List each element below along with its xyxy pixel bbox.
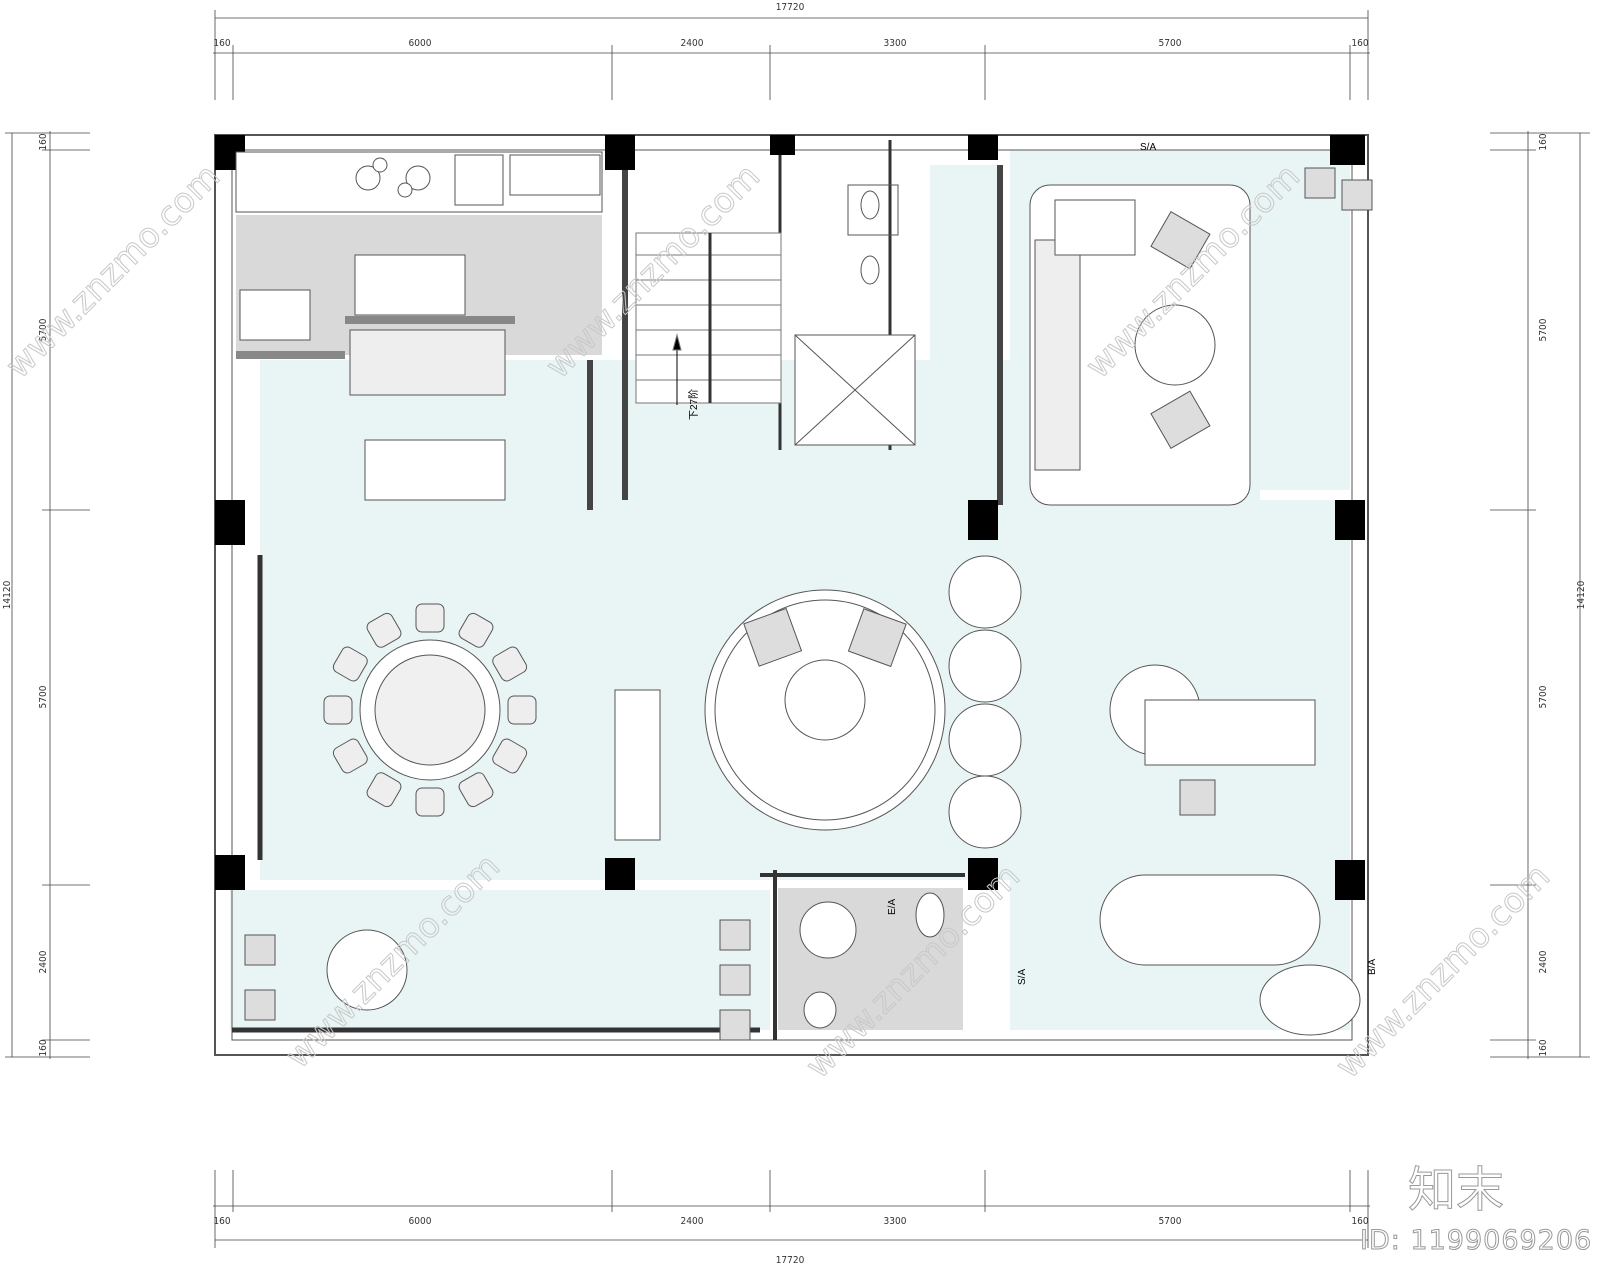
column <box>770 135 795 155</box>
dim-overall-height-left: 14120 <box>2 580 13 609</box>
round-basin <box>799 901 857 959</box>
dining-chair <box>415 603 445 633</box>
columns <box>215 135 1365 900</box>
dim-seg-5-bottom: 5700 <box>1159 1216 1182 1227</box>
column <box>1335 860 1365 900</box>
dim-seg-3-top: 2400 <box>681 38 704 49</box>
column <box>968 858 998 890</box>
dim-vseg-3-right: 5700 <box>1538 685 1549 708</box>
dim-vseg-5-right: 160 <box>1538 1039 1549 1056</box>
desk-chair <box>1179 779 1216 816</box>
column <box>605 135 635 170</box>
planters <box>244 167 1373 1041</box>
sideboard <box>364 439 506 501</box>
left-dimensions <box>5 131 90 1059</box>
bench <box>614 689 661 841</box>
dim-seg-1-bottom: 160 <box>213 1216 230 1227</box>
dim-vseg-2-left: 5700 <box>38 318 49 341</box>
dim-overall-width-bottom: 17720 <box>776 1255 805 1266</box>
column <box>968 135 998 160</box>
brand-logo: 知末 <box>1407 1162 1505 1219</box>
dim-seg-3-bottom: 2400 <box>681 1216 704 1227</box>
sa-label-bath: S/A <box>1017 969 1028 985</box>
dim-seg-2-bottom: 6000 <box>409 1216 432 1227</box>
dining-chair <box>366 772 402 808</box>
dim-vseg-3-left: 5700 <box>38 685 49 708</box>
dim-seg-1-top: 160 <box>213 38 230 49</box>
coffee-table <box>1134 304 1216 386</box>
reception-sofa <box>1099 874 1321 966</box>
dim-vseg-1-left: 160 <box>38 133 49 150</box>
dining-chair <box>492 738 528 774</box>
pod-seats <box>948 555 1022 849</box>
sink <box>803 991 837 1029</box>
dining-chair <box>332 738 368 774</box>
stair-label: 下27阶 <box>687 389 700 420</box>
svg-text:www.znzmo.com: www.znzmo.com <box>0 156 228 386</box>
pod-seat <box>948 629 1022 703</box>
kitchen <box>235 151 603 396</box>
desk <box>1144 699 1316 766</box>
dim-seg-4-bottom: 3300 <box>884 1216 907 1227</box>
dining-chair <box>458 772 494 808</box>
dining-chair <box>492 646 528 682</box>
dim-vseg-4-right: 2400 <box>1538 950 1549 973</box>
dining-chair <box>415 787 445 817</box>
dim-vseg-1-right: 160 <box>1538 133 1549 150</box>
display-table <box>1259 964 1361 1036</box>
staircase <box>635 232 782 405</box>
dim-vseg-5-left: 160 <box>38 1039 49 1056</box>
dim-seg-5-top: 5700 <box>1159 38 1182 49</box>
ea-label-bath: E/A <box>887 899 898 915</box>
dining-chair <box>458 612 494 648</box>
dim-vseg-4-left: 2400 <box>38 950 49 973</box>
pod-seat <box>948 555 1022 629</box>
dining-chair <box>507 695 537 725</box>
bathroom <box>799 892 945 1029</box>
toilet <box>915 892 945 938</box>
terrace-table <box>326 929 408 1011</box>
pod-seat <box>948 775 1022 849</box>
right-dimensions <box>1490 131 1590 1059</box>
dim-seg-2-top: 6000 <box>409 38 432 49</box>
dim-overall-height-right: 14120 <box>1576 580 1587 609</box>
walls <box>214 134 1369 1056</box>
column <box>605 858 635 890</box>
dining-table <box>359 639 501 781</box>
furniture <box>326 184 1361 1036</box>
bottom-dimensions <box>213 1170 1370 1248</box>
column <box>1330 135 1365 165</box>
dim-seg-6-top: 160 <box>1351 38 1368 49</box>
dining-chair <box>323 695 353 725</box>
sofa <box>1034 239 1081 471</box>
dining-chairs <box>323 603 537 817</box>
dim-overall-width-top: 17720 <box>776 2 805 13</box>
ba-label: B/A <box>1367 959 1378 975</box>
sa-label-top: S/A <box>1140 142 1156 153</box>
dim-vseg-2-right: 5700 <box>1538 318 1549 341</box>
column <box>215 855 245 890</box>
column <box>968 500 998 540</box>
lift-core <box>794 184 916 446</box>
top-dimensions <box>213 10 1370 100</box>
image-id: ID: 1199069206 <box>1359 1225 1593 1257</box>
pod-seat <box>948 703 1022 777</box>
dining-chair <box>366 612 402 648</box>
dim-seg-4-top: 3300 <box>884 38 907 49</box>
round-coffee-table <box>784 659 866 741</box>
dim-seg-6-bottom: 160 <box>1351 1216 1368 1227</box>
column <box>1335 500 1365 540</box>
column <box>215 500 245 545</box>
dining-chair <box>332 646 368 682</box>
